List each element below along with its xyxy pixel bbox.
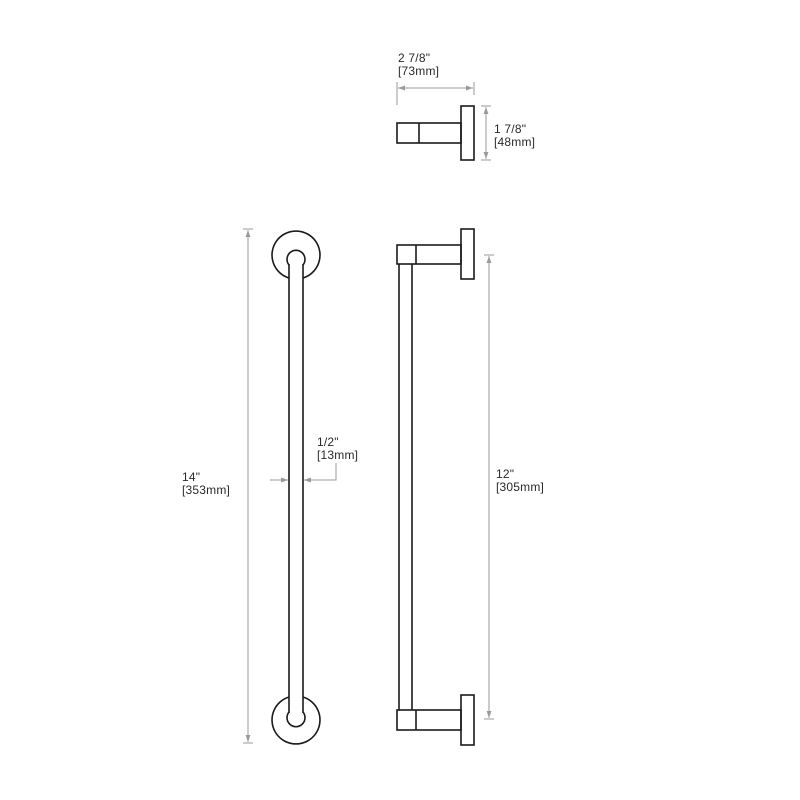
top-mount-plate [460, 228, 475, 280]
hook-projection-metric: [73mm] [398, 64, 440, 78]
overall-length-metric: [353mm] [182, 483, 231, 497]
overall-length-label: 14" [353mm] [182, 471, 230, 497]
hook-dimensions [396, 82, 491, 161]
bar-diameter-label: 1/2" [13mm] [317, 436, 358, 462]
hook-height-label: 1 7/8" [48mm] [494, 123, 535, 149]
hook-wall-plate [460, 105, 475, 161]
hook-height-imperial: 1 7/8" [494, 122, 527, 136]
top-mount-arm [396, 244, 462, 265]
bottom-mount-arm [396, 709, 462, 731]
top-rosette-outer [271, 230, 321, 279]
center-to-center-label: 12" [305mm] [496, 468, 544, 494]
overall-length-imperial: 14" [182, 470, 201, 484]
bottom-rosette-outer [271, 696, 321, 745]
top-rosette-inner [286, 249, 306, 266]
bar-diameter-metric: [13mm] [317, 448, 359, 462]
bar-diameter-leader-right [304, 463, 337, 483]
center-to-center-imperial: 12" [496, 467, 515, 481]
bottom-rosette-inner [286, 711, 306, 728]
hook-arm [396, 122, 462, 144]
towel-bar-side-view [396, 228, 475, 746]
front-view-dimensions [243, 228, 337, 744]
bottom-mount-plate [460, 694, 475, 746]
side-view-dimensions [484, 254, 494, 720]
hook-side-view [396, 105, 475, 161]
towel-bar-front-view [271, 230, 321, 745]
center-to-center-metric: [305mm] [496, 480, 545, 494]
hook-height-metric: [48mm] [494, 135, 536, 149]
bar-diameter-imperial: 1/2" [317, 435, 339, 449]
hook-projection-imperial: 2 7/8" [398, 51, 431, 65]
hook-projection-label: 2 7/8" [73mm] [398, 52, 439, 78]
